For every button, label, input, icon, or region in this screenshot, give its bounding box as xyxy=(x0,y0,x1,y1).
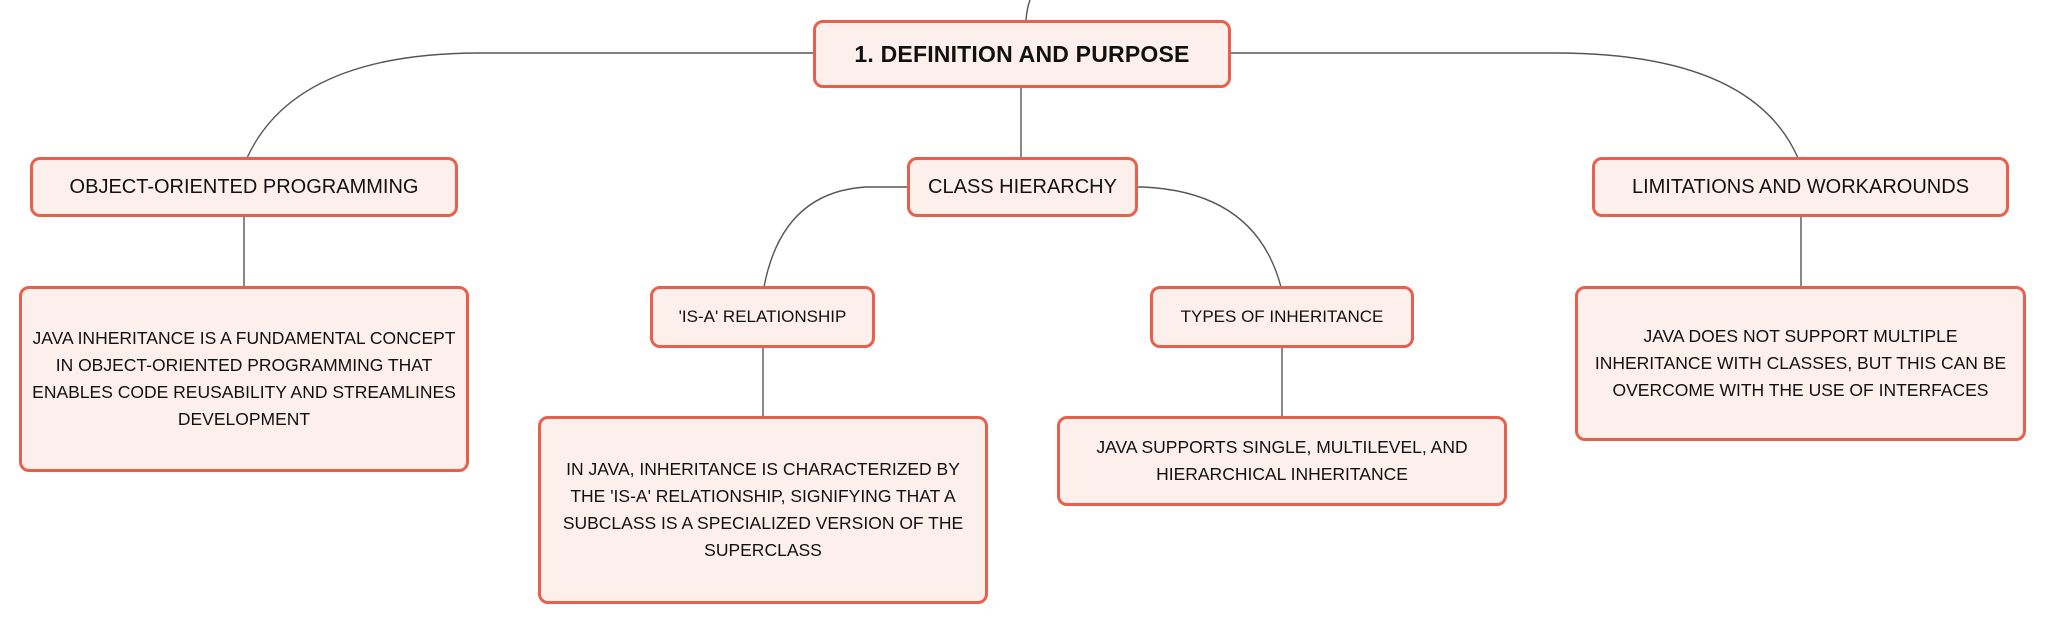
topic-oop[interactable]: OBJECT-ORIENTED PROGRAMMING xyxy=(30,157,458,217)
connector-parent-to-root xyxy=(1025,0,1031,21)
note-types-of-inheritance[interactable]: JAVA SUPPORTS SINGLE, MULTILEVEL, AND HI… xyxy=(1057,416,1507,506)
connector-hierarchy-to-is-a xyxy=(763,186,908,288)
topic-class-hierarchy[interactable]: CLASS HIERARCHY xyxy=(907,157,1138,217)
note-limitations[interactable]: JAVA DOES NOT SUPPORT MULTIPLE INHERITAN… xyxy=(1575,286,2026,441)
subtopic-is-a-label: 'IS-A' RELATIONSHIP xyxy=(678,307,847,326)
note-is-a-relationship[interactable]: IN JAVA, INHERITANCE IS CHARACTERIZED BY… xyxy=(538,416,988,604)
connector-root-to-oop xyxy=(246,52,813,159)
note-oop[interactable]: JAVA INHERITANCE IS A FUNDAMENTAL CONCEP… xyxy=(19,286,469,472)
note-oop-text: JAVA INHERITANCE IS A FUNDAMENTAL CONCEP… xyxy=(32,328,456,429)
subtopic-types-of-inheritance[interactable]: TYPES OF INHERITANCE xyxy=(1150,286,1414,348)
topic-limitations[interactable]: LIMITATIONS AND WORKAROUNDS xyxy=(1592,157,2009,217)
note-is-a-text: IN JAVA, INHERITANCE IS CHARACTERIZED BY… xyxy=(562,459,964,560)
root-node-label: 1. DEFINITION AND PURPOSE xyxy=(854,40,1190,67)
subtopic-types-label: TYPES OF INHERITANCE xyxy=(1180,307,1384,326)
connector-hierarchy-to-types xyxy=(1137,186,1282,288)
topic-limitations-label: LIMITATIONS AND WORKAROUNDS xyxy=(1631,175,1970,198)
connector-root-to-limits xyxy=(1231,52,1799,159)
note-types-text: JAVA SUPPORTS SINGLE, MULTILEVEL, AND HI… xyxy=(1096,437,1468,484)
topic-oop-label: OBJECT-ORIENTED PROGRAMMING xyxy=(69,175,419,198)
subtopic-is-a-relationship[interactable]: 'IS-A' RELATIONSHIP xyxy=(650,286,875,348)
topic-class-hierarchy-label: CLASS HIERARCHY xyxy=(928,175,1117,198)
root-node[interactable]: 1. DEFINITION AND PURPOSE xyxy=(813,20,1231,88)
note-limitations-text: JAVA DOES NOT SUPPORT MULTIPLE INHERITAN… xyxy=(1594,326,2007,400)
